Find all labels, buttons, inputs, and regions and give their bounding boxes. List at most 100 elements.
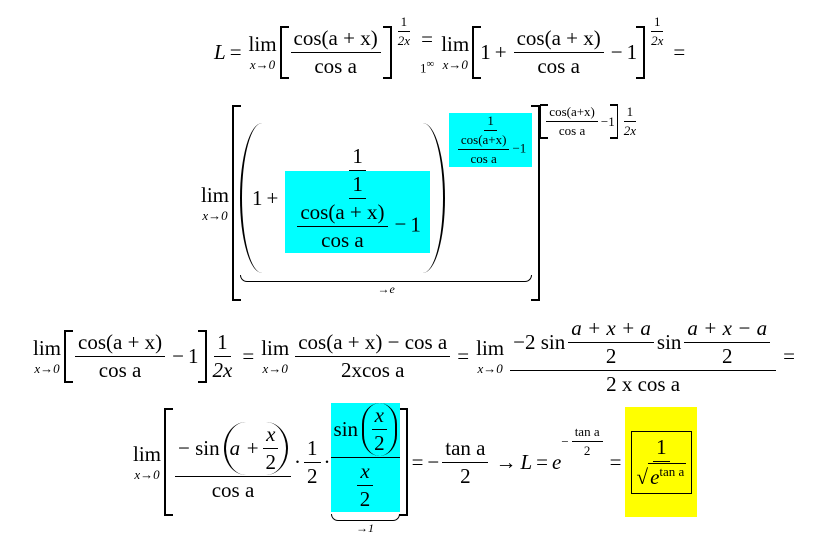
- fraction: cos(a + x)cos a: [75, 330, 166, 383]
- denominator: cos a: [321, 227, 364, 252]
- numerator: x: [371, 403, 387, 430]
- one: 1: [519, 140, 527, 156]
- var-L: L: [214, 39, 226, 64]
- one: 1: [480, 39, 491, 64]
- lim-label: lim: [441, 31, 470, 56]
- numerator: tan a: [442, 436, 489, 463]
- numerator: a + x − a: [684, 316, 771, 343]
- numerator: cos(a + x): [513, 26, 604, 53]
- numerator: 1: [397, 14, 411, 32]
- lim-label: lim: [476, 335, 505, 360]
- plus: +: [494, 39, 507, 64]
- numerator: cos(a+x): [546, 104, 598, 122]
- fraction: cos(a+x)cos a: [457, 132, 510, 167]
- numerator: 1: [304, 436, 321, 463]
- lim-label: lim: [261, 335, 290, 360]
- radicand: etan a: [648, 462, 687, 490]
- denominator: cos a: [558, 123, 586, 138]
- plus: +: [266, 185, 279, 210]
- denominator: 2x: [397, 33, 410, 48]
- bracket: cos(a + x)cos a: [279, 25, 392, 79]
- bracket: cos(a + x)cos a−1: [64, 329, 207, 383]
- final-answer-box: 1√etan a: [630, 430, 693, 494]
- fraction: cos(a + x)cos a: [297, 200, 388, 253]
- fraction: 1√etan a: [634, 435, 690, 490]
- base: 1: [419, 60, 427, 76]
- arrow: →: [495, 449, 517, 474]
- denominator: 2: [583, 443, 591, 458]
- equals: =: [673, 39, 686, 64]
- denominator: 2x: [623, 123, 637, 138]
- minus: −: [561, 433, 569, 449]
- numerator: 1: [214, 330, 231, 357]
- minus: −: [600, 113, 609, 129]
- numerator: x: [357, 459, 373, 486]
- underbrace-label: →1: [356, 520, 375, 535]
- minus: −: [512, 140, 520, 156]
- denominator: 2 x cos a: [606, 371, 681, 396]
- lim-sub: x→0: [442, 56, 468, 72]
- numerator: a + x + a: [568, 316, 654, 343]
- sin: sin: [656, 329, 682, 354]
- bracket: cos(a+x)cos a−1: [540, 104, 618, 139]
- numerator: cos(a + x): [297, 200, 388, 227]
- sin: sin: [333, 416, 359, 441]
- denominator: 2x: [651, 33, 664, 48]
- numerator: 1: [653, 435, 670, 462]
- numerator: 1: [650, 14, 664, 32]
- numerator: cos(a+x): [457, 132, 510, 150]
- one: 1: [410, 211, 421, 236]
- denominator: 2: [460, 463, 471, 488]
- denominator: 2: [265, 449, 277, 474]
- infinity: ∞: [426, 58, 435, 71]
- lim-sub: x→0: [249, 56, 276, 72]
- denominator: cos(a+x)cos a−1: [452, 131, 529, 167]
- minus: −: [610, 39, 623, 64]
- equals: =: [242, 343, 255, 368]
- e: e: [650, 464, 660, 489]
- neg-two-sin: −2 sin: [513, 329, 566, 354]
- lim-sub: x→0: [477, 360, 503, 376]
- equals: =: [609, 449, 622, 474]
- numerator: 1: [349, 172, 366, 199]
- denominator: cos a: [314, 53, 357, 78]
- lim-sub: x→0: [202, 207, 228, 223]
- equals: =: [411, 449, 424, 474]
- equals: =: [421, 27, 434, 52]
- lim-sub: x→0: [34, 360, 60, 376]
- neg-sin: − sin: [178, 435, 220, 460]
- one: 1: [188, 343, 199, 368]
- numerator: cos(a + x): [290, 26, 381, 53]
- numerator: 1: [623, 104, 637, 122]
- sqrt-icon: √: [636, 464, 649, 489]
- one: 1: [626, 39, 638, 64]
- numerator: 1: [484, 113, 497, 131]
- denominator: 2x: [212, 357, 233, 382]
- minus: −: [427, 449, 440, 474]
